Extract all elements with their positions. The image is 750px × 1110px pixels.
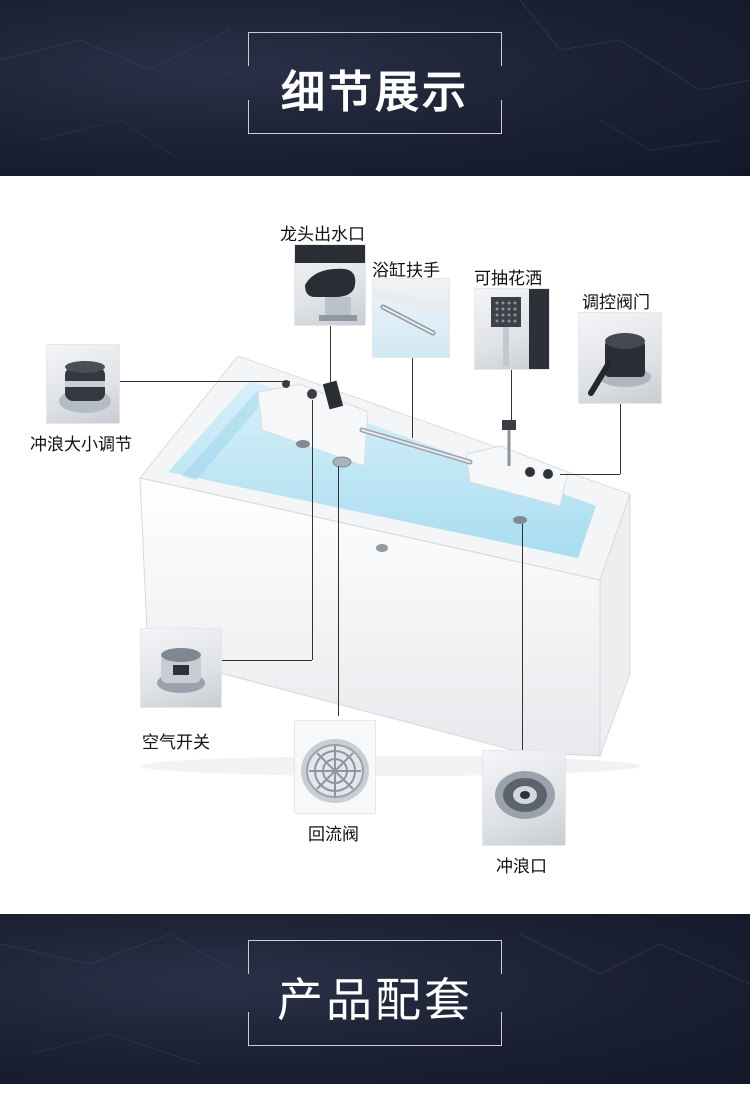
photo-wave-adjust <box>46 344 120 424</box>
bathtub-illustration <box>139 355 640 776</box>
stone-texture <box>0 933 750 1065</box>
leader-air-h <box>222 660 312 661</box>
air-switch-icon <box>157 648 205 693</box>
photo-wave-outlet <box>482 750 566 846</box>
detail-scene: 龙头出水口 浴缸扶手 可抽花洒 <box>0 176 750 914</box>
photo-handrail <box>372 278 450 358</box>
label-shower: 可抽花洒 <box>474 269 542 289</box>
return-valve-icon <box>301 739 369 803</box>
header-title: 细节展示 <box>281 67 469 118</box>
photo-air-switch <box>140 628 222 708</box>
leader-air-v <box>312 400 313 660</box>
photo-valve <box>578 312 662 404</box>
leader-return <box>338 466 339 716</box>
wave-knob-icon <box>59 361 111 413</box>
header-banner: 细节展示 <box>0 0 750 176</box>
handrail-icon <box>373 288 449 336</box>
leader-wave-outlet <box>522 524 523 750</box>
label-wave-outlet: 冲浪口 <box>496 857 547 877</box>
leader-valve-v <box>620 404 621 474</box>
label-return-valve: 回流阀 <box>308 825 359 845</box>
faucet-icon <box>295 245 365 321</box>
leader-wave-adjust <box>120 381 290 382</box>
label-valve: 调控阀门 <box>582 293 650 313</box>
label-faucet: 龙头出水口 <box>280 225 365 245</box>
control-valve-icon <box>588 333 651 396</box>
label-air-switch: 空气开关 <box>142 733 210 753</box>
title-frame <box>248 940 502 1046</box>
wave-jet-icon <box>495 771 555 819</box>
title-frame <box>248 32 502 134</box>
shower-head-icon <box>491 289 549 369</box>
leader-faucet <box>330 326 331 388</box>
footer-banner: 产品配套 <box>0 914 750 1084</box>
leader-shower <box>511 370 512 420</box>
stone-texture <box>0 0 750 161</box>
photo-return-valve <box>294 720 376 814</box>
footer-title: 产品配套 <box>277 973 473 1027</box>
leader-valve-h <box>560 474 620 475</box>
label-wave-adjust: 冲浪大小调节 <box>30 435 132 455</box>
bottom-strip <box>0 1084 750 1110</box>
photo-shower <box>474 288 550 370</box>
label-handrail: 浴缸扶手 <box>372 261 440 281</box>
photo-faucet <box>294 244 366 326</box>
leader-handrail <box>412 358 413 438</box>
